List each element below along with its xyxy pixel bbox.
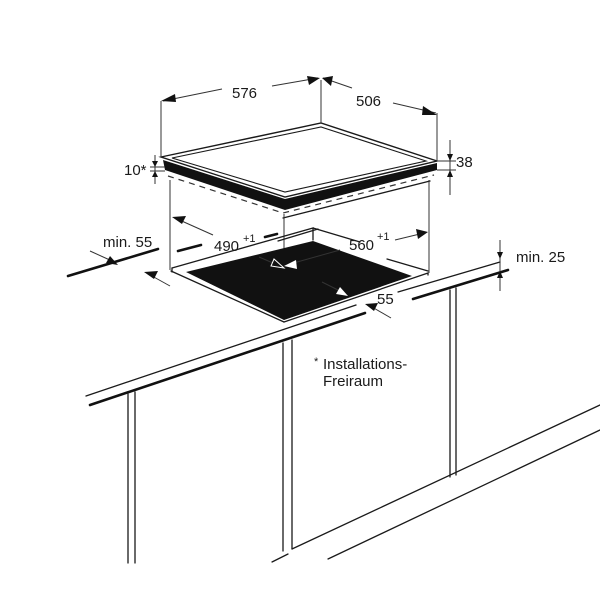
label-490-tolerance: +1: [243, 233, 256, 245]
dim-side-min-55: min. 55: [89, 234, 171, 287]
label-min-25: min. 25: [516, 249, 565, 266]
dim-depth-506: 506: [322, 76, 437, 115]
dim-cutout-width-560: 560 +1: [284, 229, 428, 269]
label-55: 55: [377, 291, 394, 308]
note-line-1: Installations-: [323, 356, 407, 373]
cutout-opening: [186, 241, 412, 320]
dim-worktop-min-25: min. 25: [497, 240, 565, 291]
label-min-55: min. 55: [103, 234, 152, 251]
worktop: [66, 227, 600, 564]
dim-height-38: 38: [437, 140, 473, 195]
hob: [158, 122, 440, 219]
label-38: 38: [456, 154, 473, 171]
hob-dashed-outline: [167, 174, 435, 214]
hob-glass-edge: [171, 126, 429, 193]
label-576: 576: [232, 85, 257, 102]
dim-clearance-10: 10*: [124, 155, 165, 184]
dim-cutout-depth-490: 490 +1: [172, 216, 286, 269]
label-506: 506: [356, 93, 381, 110]
hob-side-band: [163, 160, 437, 210]
label-490: 490: [214, 238, 239, 255]
label-10: 10*: [124, 162, 147, 179]
hob-top-surface: [158, 122, 440, 198]
label-560-tolerance: +1: [377, 231, 390, 243]
installation-note: * Installations- Freiraum: [314, 356, 407, 390]
dim-front-55: 55: [321, 281, 394, 319]
note-line-2: Freiraum: [323, 373, 383, 390]
note-asterisk: *: [314, 356, 319, 368]
dim-width-576: 576: [161, 76, 320, 102]
label-560: 560: [349, 237, 374, 254]
